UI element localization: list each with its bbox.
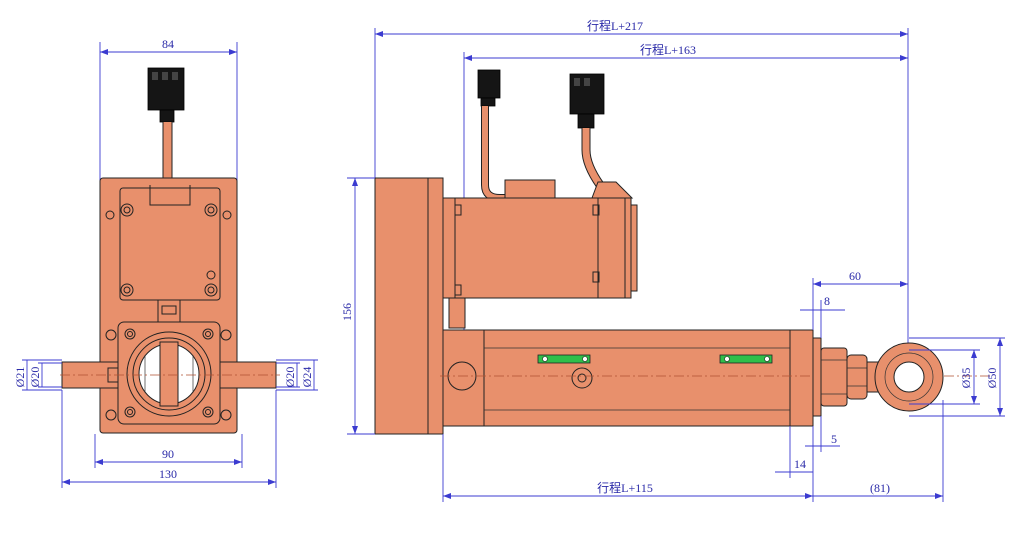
- dim-90-label: 90: [162, 447, 174, 461]
- side-connector-2: [569, 73, 605, 188]
- dim-156: 156: [340, 177, 375, 435]
- dim-stroke-115: 行程L+115: [442, 434, 814, 502]
- dim-right-20: Ø20: [283, 367, 297, 388]
- dim-right-24: Ø24: [300, 367, 314, 388]
- side-connector-1: [477, 69, 510, 202]
- sensor-strip-2: [719, 354, 773, 364]
- front-rod-end: [159, 341, 179, 407]
- dim-130: 130: [61, 390, 277, 488]
- sensor-strip-1: [537, 354, 591, 364]
- rod-nut: [846, 354, 868, 400]
- dim-8-label: 8: [824, 294, 830, 308]
- dim-81: (81): [813, 400, 944, 502]
- dim-5: 5: [805, 416, 840, 452]
- dim-35-label: Ø35: [959, 368, 973, 389]
- dim-156-label: 156: [340, 303, 354, 321]
- dim-90: 90: [94, 434, 243, 468]
- dim-84-label: 84: [162, 37, 174, 51]
- dim-14: 14: [775, 426, 814, 478]
- dim-115-label: 行程L+115: [597, 480, 653, 495]
- side-view: 行程L+217 行程L+163: [340, 18, 1005, 502]
- dim-left-20: Ø20: [28, 367, 42, 388]
- dim-stroke-217: 行程L+217: [374, 18, 909, 360]
- dim-84: 84: [99, 37, 238, 185]
- dim-8: 8: [800, 294, 845, 338]
- dim-130-label: 130: [159, 467, 177, 481]
- dim-217-label: 行程L+217: [587, 18, 643, 33]
- side-motor: [442, 197, 632, 299]
- side-flange: [374, 177, 444, 435]
- dim-60-label: 60: [849, 269, 861, 283]
- dim-81-label: (81): [870, 481, 890, 495]
- dim-left-dias: Ø21 Ø20: [13, 359, 62, 391]
- dim-left-21: Ø21: [13, 367, 27, 388]
- dim-50-label: Ø50: [985, 368, 999, 389]
- dim-5-label: 5: [831, 432, 837, 446]
- dim-60: 60: [812, 269, 908, 330]
- front-view: 84: [13, 37, 318, 488]
- left-pin: [61, 361, 119, 389]
- dim-dia-50: Ø50: [909, 337, 1005, 417]
- front-connector: [147, 67, 185, 181]
- actuator-tube: [442, 329, 814, 427]
- dim-dia-35: Ø35: [909, 349, 980, 405]
- dim-163-label: 行程L+163: [640, 42, 696, 57]
- dim-right-dias: Ø20 Ø24: [276, 359, 318, 391]
- dim-14-label: 14: [794, 457, 806, 471]
